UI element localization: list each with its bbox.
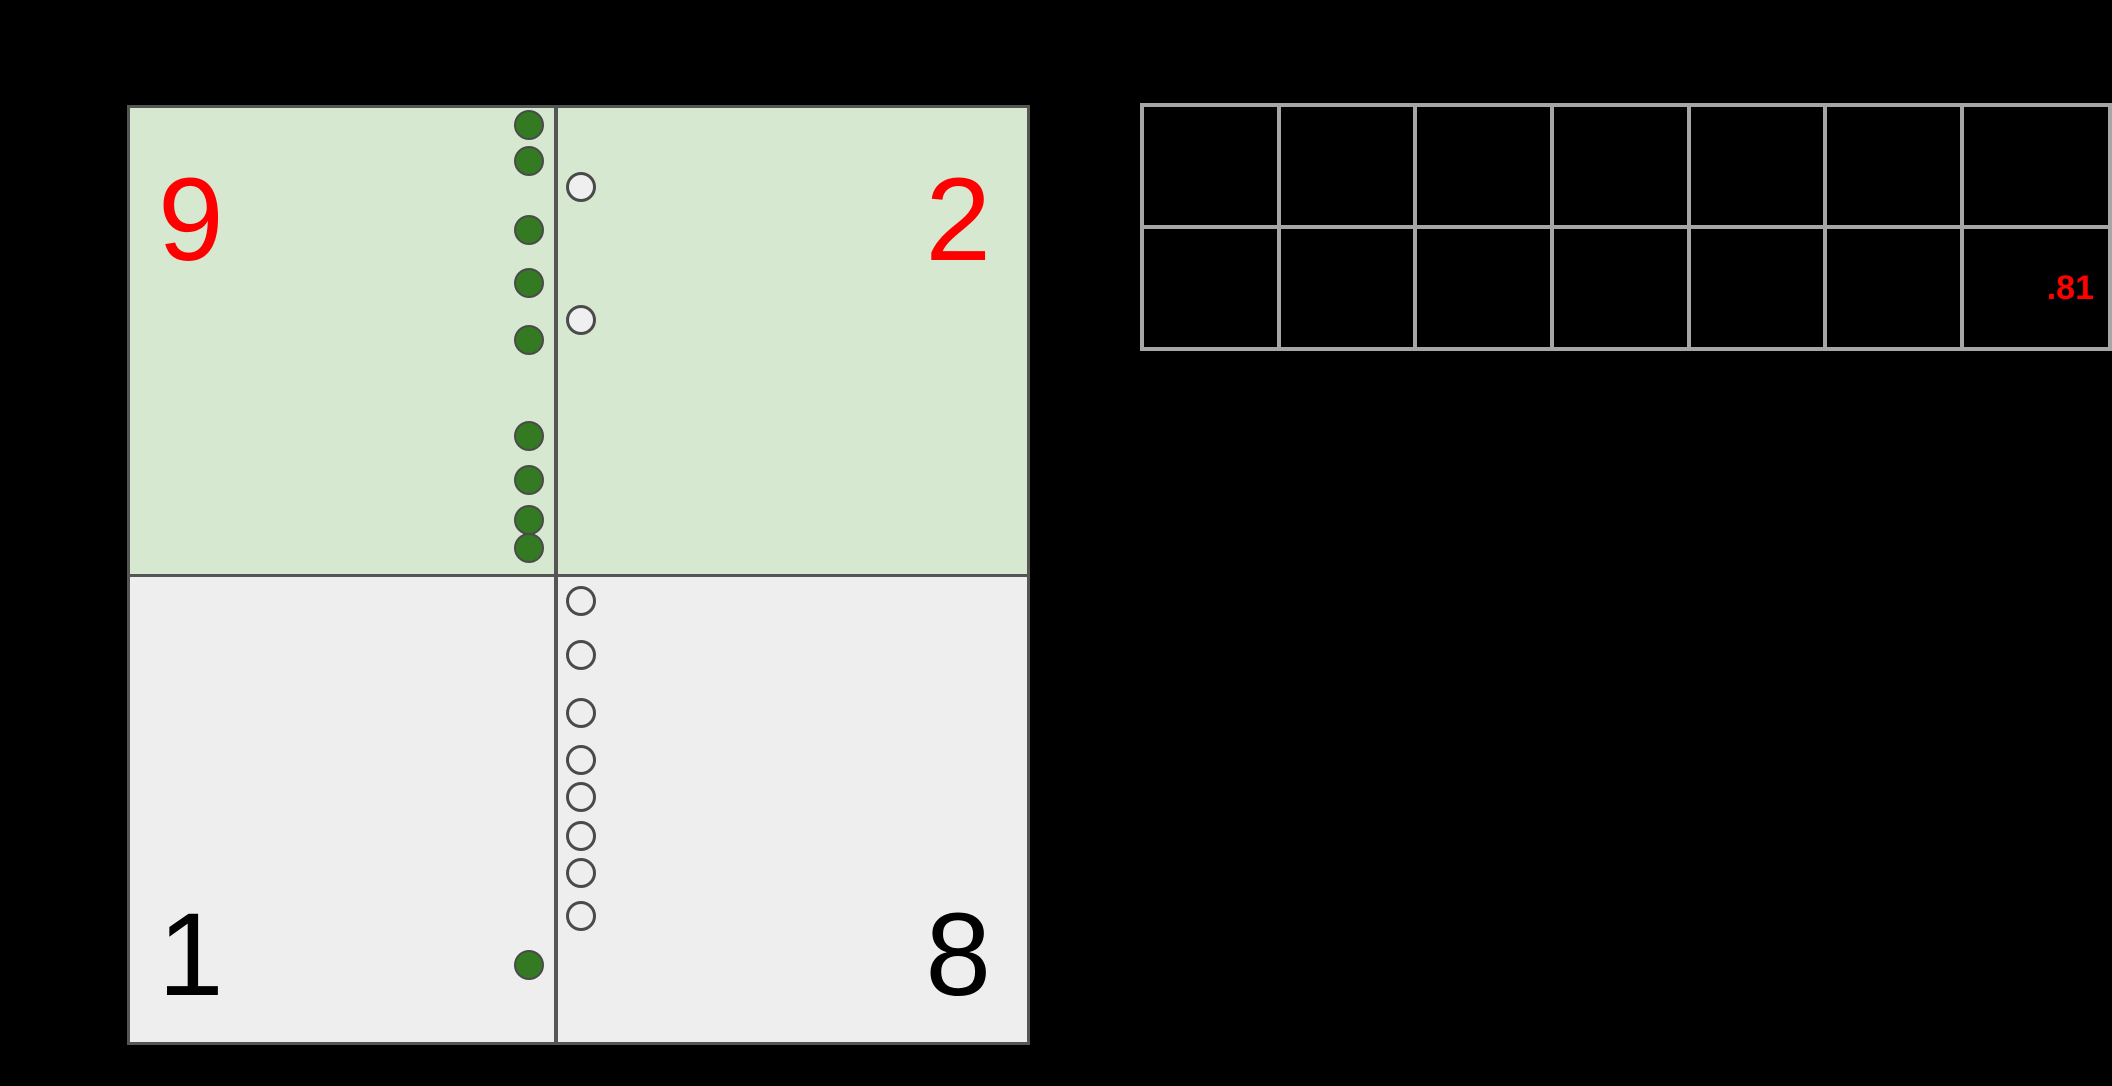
- scatter-point-open: [566, 586, 597, 617]
- quadrant-label-top-right: 2: [925, 154, 991, 286]
- scatter-point-open: [566, 782, 597, 813]
- table-cell-empty: [1276, 225, 1418, 351]
- table-cell-empty: [1959, 103, 2112, 229]
- quadrant-top-left: [130, 108, 579, 575]
- table-cell-empty: [1549, 103, 1691, 229]
- scatter-point-filled: [514, 109, 545, 140]
- table-cell-empty: [1276, 103, 1418, 229]
- table-cell-empty: [1140, 225, 1281, 351]
- scatter-point-open: [566, 698, 597, 729]
- table-cell-value: .81: [1959, 225, 2112, 351]
- table-row: .81: [1140, 225, 2112, 351]
- table-cell-empty: [1413, 103, 1554, 229]
- quadrant-label-top-left: 9: [158, 154, 224, 286]
- table-cell-empty: [1823, 103, 1964, 229]
- scatter-point-open: [566, 172, 597, 203]
- scatter-point-filled: [514, 324, 545, 355]
- threshold-line: [554, 108, 559, 1042]
- scatter-point-filled: [514, 504, 545, 535]
- table-cell-empty: [1823, 225, 1964, 351]
- scatter-point-filled: [514, 950, 545, 981]
- scatter-point-filled: [514, 464, 545, 495]
- scatter-point-open: [566, 857, 597, 888]
- scatter-point-open: [566, 640, 597, 671]
- quadrant-bottom-right: [578, 575, 1027, 1042]
- scatter-point-filled: [514, 420, 545, 451]
- metric-grid-table: .81: [1140, 103, 2112, 351]
- table-cell-empty: [1686, 225, 1828, 351]
- scatter-point-filled: [514, 146, 545, 177]
- quadrant-bottom-left: [130, 575, 579, 1042]
- scatter-point-filled: [514, 532, 545, 563]
- table-cell-empty: [1686, 103, 1828, 229]
- quadrant-scatter-panel: 9 2 1 8: [127, 105, 1030, 1045]
- quadrant-label-bottom-right: 8: [925, 889, 991, 1021]
- scatter-point-filled: [514, 215, 545, 246]
- quadrant-top-right: [578, 108, 1027, 575]
- scatter-point-open: [566, 744, 597, 775]
- table-row: [1140, 103, 2112, 229]
- table-cell-empty: [1140, 103, 1281, 229]
- scatter-point-open: [566, 820, 597, 851]
- scatter-point-filled: [514, 267, 545, 298]
- scatter-point-open: [566, 305, 597, 336]
- scatter-point-open: [566, 900, 597, 931]
- metric-grid-body: .81: [1140, 103, 2112, 351]
- class-separator-line: [130, 574, 1027, 577]
- table-cell-empty: [1549, 225, 1691, 351]
- quadrant-label-bottom-left: 1: [158, 889, 224, 1021]
- table-cell-empty: [1413, 225, 1554, 351]
